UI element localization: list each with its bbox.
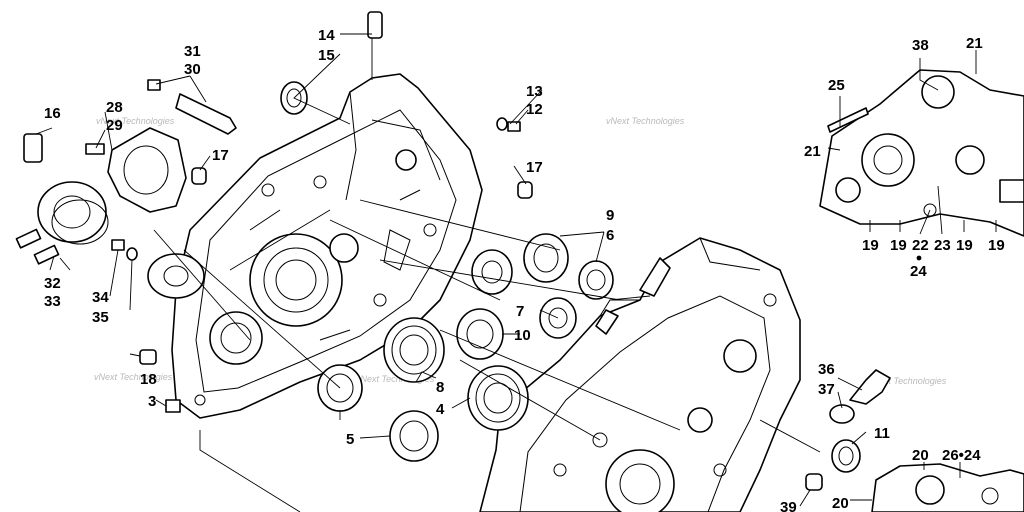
callout-4: 4 [436,401,445,418]
callout-35: 35 [92,309,109,326]
callout-13: 13 [526,83,543,100]
oil-seal-11 [831,439,861,473]
callout-25: 25 [828,77,845,94]
callout-19d: 19 [988,237,1005,254]
inset-crankcase-view [819,69,1024,237]
bearing-9 [523,233,569,283]
watermark-text: vNext Technologies [356,374,435,384]
callout-19c: 19 [956,237,973,254]
small-parts [15,11,891,491]
bolt-12 [507,121,521,132]
callout-19b: 19 [890,237,907,254]
callout-22: 22 [912,237,929,254]
callout-15: 15 [318,47,335,64]
callout-33: 33 [44,293,61,310]
watermark-text: vNext Technologies [96,116,175,126]
right-crankcase-half [479,237,801,512]
callout-37: 37 [818,381,835,398]
callout-9: 9 [606,207,614,224]
fitting-16 [23,133,43,163]
callout-19a: 19 [862,237,879,254]
callout-16: 16 [44,105,61,122]
o-ring-37 [829,404,855,424]
callout-6: 6 [606,227,614,244]
dowel-17 [191,167,207,185]
bolt-3 [165,399,181,413]
bearing-7 [471,249,513,295]
sensor-36 [849,369,891,405]
washer-13 [496,117,508,131]
callout-17b: 17 [526,159,543,176]
pipe-30 [175,93,237,135]
callout-12: 12 [526,101,543,118]
callout-34: 34 [92,289,109,306]
bearing-4 [467,365,529,431]
callout-20: 20 [912,447,929,464]
bearing-6 [578,260,614,300]
pump-body [147,253,205,299]
callout-31: 31 [184,43,201,60]
callout-21b: 21 [804,143,821,160]
callout-14: 14 [318,27,335,44]
cover-28 [107,127,187,213]
filter-housing-32 [37,181,107,243]
callout-26-24: 26•24 [942,447,981,464]
callout-labels: 14 15 31 30 16 28 29 17 13 12 17 9 6 7 1… [44,27,1005,512]
callout-17: 17 [212,147,229,164]
callout-8: 8 [436,379,444,396]
callout-10: 10 [514,327,531,344]
bullet-dot [916,255,922,261]
callout-38: 38 [912,37,929,54]
dowel-17b [517,181,533,199]
callout-30: 30 [184,61,201,78]
callout-21: 21 [966,35,983,52]
callout-23: 23 [934,237,951,254]
bolt-34 [111,239,125,251]
callout-29: 29 [106,117,123,134]
callout-11: 11 [874,425,890,442]
callout-28: 28 [106,99,123,116]
callout-3: 3 [148,393,156,410]
callout-24: 24 [910,263,927,280]
watermark-text: vNext Technologies [94,372,173,382]
callout-32: 32 [44,275,61,292]
watermark-text: vNext Technologies [606,116,685,126]
callout-36: 36 [818,361,835,378]
bearing-10 [456,308,504,360]
callout-18: 18 [140,371,157,388]
callout-5: 5 [346,431,354,448]
watermark-text: vNext Technologies [868,376,947,386]
bearing-5-lower [389,410,439,462]
dowel-39 [805,473,823,491]
leader-lines [35,33,997,512]
inset-lower-view [871,463,1024,512]
callout-39: 39 [780,499,797,512]
bolt-31 [147,79,161,91]
callout-7: 7 [516,303,524,320]
bolt-29 [85,143,105,155]
bearing-8 [383,317,445,383]
callout-20b: 20 [832,495,849,512]
washer-35 [126,247,138,261]
dowel-18 [139,349,157,365]
dowel-pin-14 [367,11,383,39]
